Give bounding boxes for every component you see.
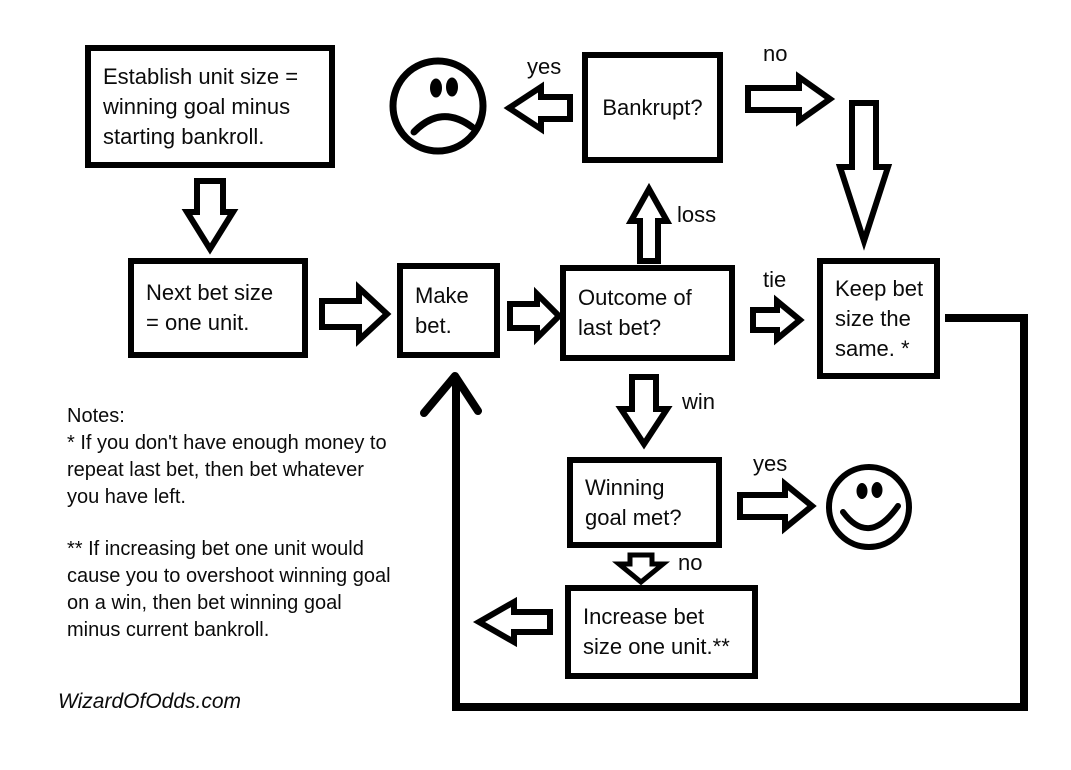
- flow-box-make-bet: Make bet.: [397, 263, 500, 358]
- edge-label-loss: loss: [677, 202, 717, 227]
- note-line: * If you don't have enough money to: [67, 432, 387, 454]
- note-line: on a win, then bet winning goal: [67, 592, 342, 614]
- flow-box-increase-bet-size: Increase bet size one unit.**: [565, 585, 758, 679]
- notes-heading: Notes:: [67, 405, 125, 427]
- flow-box-keep-bet-size: Keep bet size the same. *: [817, 258, 940, 379]
- note-line: repeat last bet, then bet whatever: [67, 459, 364, 481]
- right-arrow-tie-icon: [750, 294, 805, 346]
- edge-label-tie: tie: [763, 267, 787, 292]
- loop-connector-arrow: [452, 314, 1028, 711]
- flow-box-winning-goal-met: Winning goal met?: [567, 457, 722, 548]
- box-text-line: bet.: [415, 312, 452, 338]
- box-text-line: starting bankroll.: [103, 123, 265, 149]
- box-text-line: size the: [835, 305, 911, 331]
- flow-box-establish-unit-size: Establish unit size = winning goal minus…: [85, 45, 335, 168]
- box-text-line: Increase bet: [583, 604, 705, 629]
- box-text-line: size one unit.**: [583, 634, 730, 659]
- small-down-arrow-no-icon: [611, 552, 671, 586]
- site-credit: WizardOfOdds.com: [58, 690, 242, 713]
- note-line: cause you to overshoot winning goal: [67, 565, 391, 587]
- loop-arrowhead-icon: [420, 372, 482, 417]
- box-text-line: Next bet size: [146, 280, 274, 305]
- note-line: minus current bankroll.: [67, 619, 270, 641]
- edge-label-yes-bottom: yes: [753, 451, 788, 476]
- box-text-line: last bet?: [578, 315, 662, 340]
- down-arrow-establish-icon: [181, 178, 239, 255]
- notes-block: Notes: * If you don't have enough money …: [67, 403, 427, 644]
- note-line: ** If increasing bet one unit would: [67, 538, 364, 560]
- flow-box-outcome-last-bet: Outcome of last bet?: [560, 265, 735, 361]
- box-text-line: Winning: [585, 474, 665, 500]
- box-text-line: goal met?: [585, 504, 682, 530]
- right-arrow-makebet-icon: [507, 286, 564, 346]
- notes-spacer: [67, 511, 427, 536]
- box-text-line: same. *: [835, 335, 910, 361]
- down-arrow-win-icon: [615, 374, 673, 450]
- edge-label-win: win: [682, 389, 716, 414]
- happy-face-icon: [826, 464, 912, 550]
- sad-face-icon: [389, 57, 487, 155]
- flow-box-next-bet-size: Next bet size = one unit.: [128, 258, 308, 358]
- note-line: you have left.: [67, 486, 186, 508]
- box-text-line: Establish unit size =: [103, 63, 299, 89]
- box-text-line: Outcome of: [578, 285, 692, 310]
- long-down-arrow-icon: [835, 100, 893, 251]
- edge-label-no-bottom: no: [678, 550, 703, 575]
- edge-label-yes-top: yes: [527, 54, 562, 79]
- box-text-line: Bankrupt?: [602, 94, 703, 120]
- left-arrow-increase-icon: [472, 596, 553, 648]
- box-text-line: = one unit.: [146, 310, 250, 335]
- left-arrow-yes-icon: [503, 81, 573, 135]
- box-text-line: winning goal minus: [103, 93, 291, 119]
- right-arrow-yes-bottom-icon: [737, 477, 817, 535]
- up-arrow-loss-icon: [625, 182, 673, 264]
- box-text-line: Make: [415, 282, 469, 308]
- edge-label-no-top: no: [763, 41, 788, 66]
- right-arrow-no-icon: [745, 71, 836, 127]
- box-text-line: Keep bet: [835, 275, 924, 301]
- flow-box-bankrupt: Bankrupt?: [582, 52, 723, 163]
- right-arrow-nextbet-icon: [319, 281, 392, 347]
